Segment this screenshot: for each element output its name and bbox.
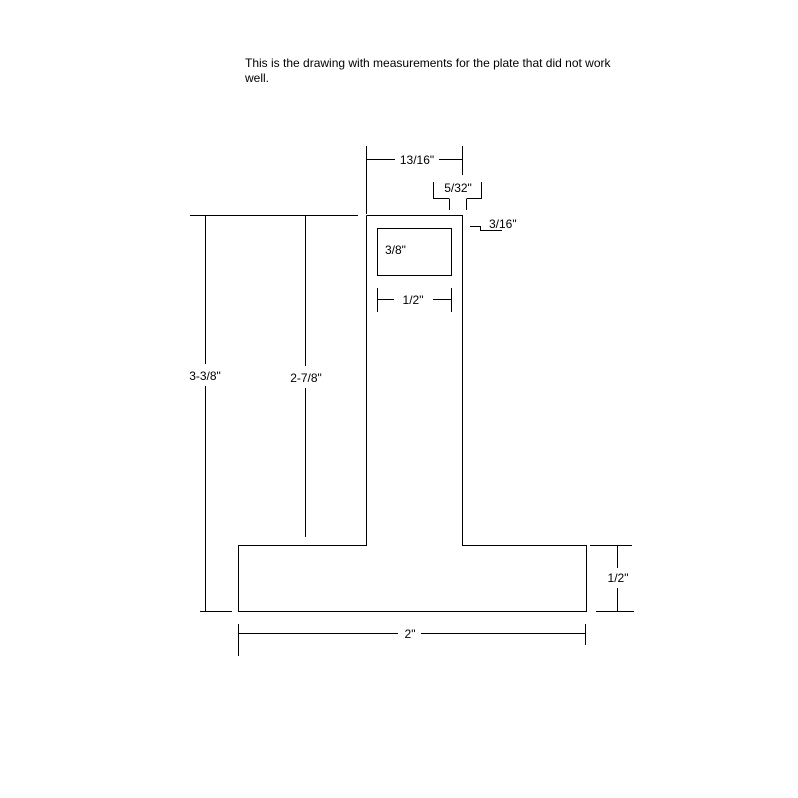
dim-stem-width: 13/16" (366, 146, 463, 214)
dim-hole-height-label: 3/8" (385, 243, 406, 257)
dim-stem-height: 2-7/8" (290, 216, 322, 537)
dim-top-right-gap-label: 5/32" (444, 181, 472, 195)
dim-hole-width-label: 1/2" (403, 293, 424, 307)
dim-top-offset-label: 3/16" (489, 217, 517, 231)
dim-top-offset: 3/16" (470, 217, 517, 231)
dim-stem-width-label: 13/16" (400, 153, 434, 167)
dim-base-height: 1/2" (590, 545, 634, 612)
drawing-caption: This is the drawing with measurements fo… (245, 56, 611, 85)
plate-hole (377, 228, 452, 276)
dim-base-width-label: 2" (405, 627, 416, 641)
dim-hole-width: 1/2" (377, 288, 452, 312)
plate-outline (238, 215, 587, 612)
dim-total-height: 3-3/8" (189, 216, 232, 612)
plate-outline-path (238, 215, 587, 612)
dim-total-height-label: 3-3/8" (189, 369, 221, 383)
dim-top-right-gap: 5/32" (433, 181, 482, 210)
dim-stem-height-label: 2-7/8" (290, 371, 322, 385)
dim-base-height-label: 1/2" (608, 571, 629, 585)
dim-base-width: 2" (238, 624, 586, 656)
